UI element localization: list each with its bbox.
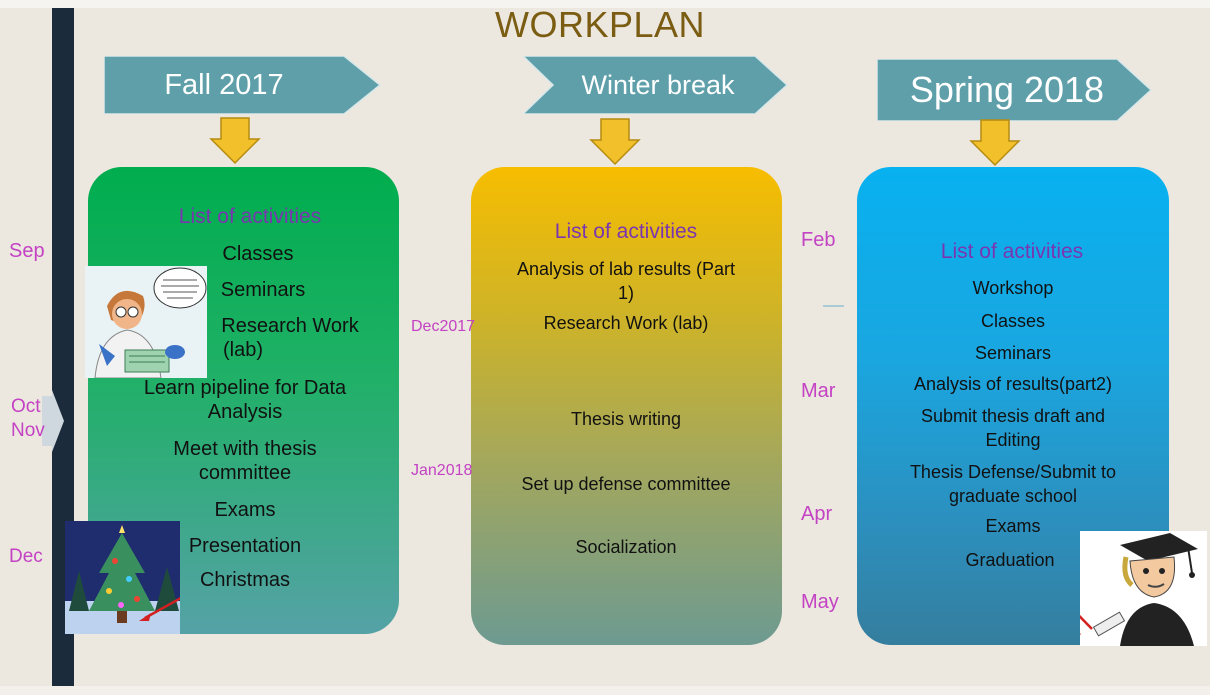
fall-item: Research Work: [221, 315, 359, 337]
fall-item: (lab): [222, 339, 263, 361]
spring-list-heading: List of activities: [940, 240, 1084, 263]
winter-item: Socialization: [575, 537, 677, 557]
fall-item: Exams: [214, 499, 276, 521]
top-strip: [0, 0, 1210, 8]
fall-item: Analysis: [207, 401, 283, 423]
spring-item: Graduation: [965, 550, 1055, 570]
winter-activities-box: [471, 167, 782, 645]
winter-item: 1): [617, 283, 634, 303]
fall-item: Learn pipeline for Data: [143, 377, 347, 399]
fall-item: Presentation: [188, 535, 302, 557]
phase-arrow-winter: [523, 56, 789, 114]
timeline-bar: [52, 8, 74, 689]
spring-item: Seminars: [974, 343, 1052, 363]
down-arrow-winter-icon: [589, 118, 641, 166]
spring-item: Editing: [985, 430, 1041, 450]
spring-item: Analysis of results(part2): [913, 374, 1113, 394]
spring-item: Exams: [985, 516, 1041, 536]
fall-item: committee: [198, 462, 292, 484]
month-label-mid: Dec2017: [411, 318, 476, 335]
spring-item: Classes: [980, 311, 1046, 331]
month-label-left: Sep: [9, 240, 45, 262]
fall-item: Seminars: [220, 279, 306, 301]
phase-label-spring: Spring 2018: [909, 69, 1105, 110]
spring-item: Thesis Defense/Submit to: [909, 462, 1117, 482]
winter-item: Set up defense committee: [521, 474, 731, 494]
phase-arrow-fall: [104, 56, 382, 114]
month-label-left: Oct: [11, 396, 41, 417]
down-arrow-fall-icon: [209, 117, 261, 165]
month-label-left: Nov: [11, 420, 45, 441]
phase-label-winter: Winter break: [581, 69, 735, 100]
spring-item: Workshop: [972, 278, 1054, 298]
scientist-cartoon-icon: [85, 266, 207, 378]
spring-item: graduate school: [948, 486, 1078, 506]
spring-item: Submit thesis draft and: [920, 406, 1106, 426]
phase-arrow-spring: [877, 59, 1153, 121]
winter-item: Thesis writing: [570, 409, 682, 429]
fall-item: Christmas: [199, 569, 290, 591]
dash-divider: [823, 305, 844, 307]
christmas-tree-icon: [65, 521, 180, 634]
winter-list-heading: List of activities: [554, 220, 698, 243]
timeline-pointer-icon: [42, 390, 64, 452]
page-title: WORKPLAN: [494, 4, 706, 45]
fall-item: Classes: [222, 243, 294, 265]
month-label-right: May: [801, 591, 839, 613]
graduate-cartoon-icon: [1080, 531, 1207, 646]
month-label-left: Dec: [9, 546, 43, 567]
fall-list-heading: List of activities: [178, 205, 322, 228]
phase-label-fall: Fall 2017: [164, 68, 284, 101]
month-label-right: Mar: [801, 380, 836, 402]
fall-item: Meet with thesis: [173, 438, 317, 460]
month-label-mid: Jan2018: [411, 462, 473, 479]
winter-item: Analysis of lab results (Part: [516, 259, 736, 279]
winter-item: Research Work (lab): [543, 313, 709, 333]
down-arrow-spring-icon: [969, 119, 1021, 167]
month-label-right: Apr: [801, 503, 833, 525]
bottom-strip: [0, 686, 1210, 695]
month-label-right: Feb: [801, 229, 836, 251]
